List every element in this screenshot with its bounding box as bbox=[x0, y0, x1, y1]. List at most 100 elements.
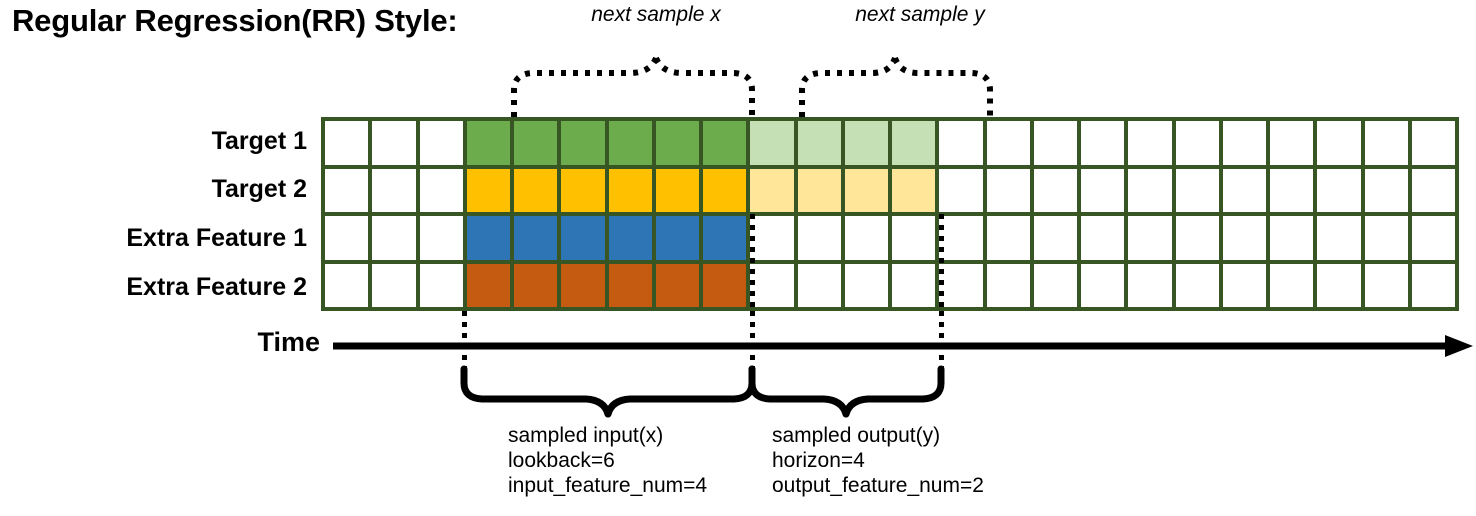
grid-cell bbox=[844, 263, 888, 307]
row-label-extra-feature-1: Extra Feature 1 bbox=[126, 224, 307, 252]
grid-cell bbox=[1175, 216, 1219, 260]
grid-cell bbox=[514, 121, 558, 165]
grid-cell bbox=[372, 263, 416, 307]
grid-cell bbox=[1222, 168, 1266, 212]
grid-cell bbox=[1317, 168, 1361, 212]
grid-cell bbox=[514, 168, 558, 212]
grid-row bbox=[325, 168, 1455, 212]
grid-cell bbox=[939, 216, 983, 260]
grid-cell bbox=[750, 168, 794, 212]
grid-cell bbox=[797, 121, 841, 165]
grid-cell bbox=[1364, 121, 1408, 165]
grid-cell bbox=[466, 121, 510, 165]
grid-cell bbox=[655, 121, 699, 165]
grid-cell bbox=[939, 263, 983, 307]
grid-cell bbox=[703, 121, 747, 165]
grid-cell bbox=[1222, 216, 1266, 260]
grid-cell bbox=[325, 121, 369, 165]
grid-cell bbox=[608, 121, 652, 165]
sampled-output-caption: sampled output(y) horizon=4 output_featu… bbox=[772, 423, 984, 498]
grid-cell bbox=[1222, 263, 1266, 307]
grid-cell bbox=[1081, 121, 1125, 165]
grid-cell bbox=[892, 216, 936, 260]
grid-cell bbox=[1033, 216, 1077, 260]
grid-cell bbox=[419, 168, 463, 212]
grid-row bbox=[325, 121, 1455, 165]
grid-cell bbox=[325, 263, 369, 307]
grid-cell bbox=[608, 168, 652, 212]
grid-cell bbox=[1081, 216, 1125, 260]
grid-cell bbox=[1364, 216, 1408, 260]
grid-cell bbox=[419, 216, 463, 260]
grid-cell bbox=[1411, 216, 1455, 260]
grid-cell bbox=[1270, 121, 1314, 165]
grid-cell bbox=[892, 263, 936, 307]
grid-cell bbox=[750, 216, 794, 260]
sampled-input-feature-num: input_feature_num=4 bbox=[508, 474, 708, 497]
dotted-divider-grid-input-end bbox=[750, 214, 755, 310]
grid-cell bbox=[797, 263, 841, 307]
grid-cell bbox=[514, 216, 558, 260]
grid-cell bbox=[325, 168, 369, 212]
grid-cell bbox=[419, 263, 463, 307]
grid-cell bbox=[655, 168, 699, 212]
row-label-extra-feature-2: Extra Feature 2 bbox=[126, 273, 307, 301]
grid-cell bbox=[1128, 216, 1172, 260]
grid-cell bbox=[1411, 263, 1455, 307]
grid-cell bbox=[797, 216, 841, 260]
grid-cell bbox=[1270, 216, 1314, 260]
grid-cell bbox=[655, 216, 699, 260]
grid-cell bbox=[1175, 263, 1219, 307]
grid-cell bbox=[703, 263, 747, 307]
grid-cell bbox=[561, 216, 605, 260]
grid-cell bbox=[466, 168, 510, 212]
grid-cell bbox=[372, 121, 416, 165]
grid-cell bbox=[655, 263, 699, 307]
grid-cell bbox=[1128, 263, 1172, 307]
sampled-output-feature-num: output_feature_num=2 bbox=[772, 474, 984, 497]
grid-cell bbox=[1270, 263, 1314, 307]
grid-cell bbox=[1033, 121, 1077, 165]
grid-cell bbox=[844, 168, 888, 212]
grid-cell bbox=[892, 121, 936, 165]
grid-cell bbox=[1033, 168, 1077, 212]
page-title: Regular Regression(RR) Style: bbox=[12, 3, 458, 38]
time-axis-label: Time bbox=[257, 327, 320, 357]
row-label-target-2: Target 2 bbox=[211, 175, 307, 203]
grid-cell bbox=[1364, 263, 1408, 307]
grid-cell bbox=[608, 216, 652, 260]
grid-cell bbox=[1128, 121, 1172, 165]
next-sample-y-label: next sample y bbox=[855, 3, 985, 26]
grid-cell bbox=[1128, 168, 1172, 212]
grid-cell bbox=[1175, 168, 1219, 212]
grid-cell bbox=[1033, 263, 1077, 307]
next-sample-x-label: next sample x bbox=[591, 3, 721, 26]
grid-cell bbox=[561, 263, 605, 307]
sampled-input-title: sampled input(x) bbox=[508, 424, 664, 447]
grid-cell bbox=[986, 216, 1030, 260]
grid-cell bbox=[939, 121, 983, 165]
grid-cell bbox=[1081, 263, 1125, 307]
grid-cell bbox=[703, 216, 747, 260]
grid-cell bbox=[986, 168, 1030, 212]
grid-cell bbox=[1364, 168, 1408, 212]
grid-cell bbox=[986, 263, 1030, 307]
grid-cell bbox=[1222, 121, 1266, 165]
grid-cell bbox=[844, 121, 888, 165]
grid-cell bbox=[466, 216, 510, 260]
grid-cell bbox=[419, 121, 463, 165]
grid-cell bbox=[703, 168, 747, 212]
grid-cell bbox=[561, 168, 605, 212]
grid-cell bbox=[1317, 263, 1361, 307]
grid-cell bbox=[892, 168, 936, 212]
grid-cell bbox=[986, 121, 1030, 165]
grid-cell bbox=[372, 168, 416, 212]
grid-cell bbox=[750, 121, 794, 165]
grid-cell bbox=[325, 216, 369, 260]
grid-cell bbox=[1317, 121, 1361, 165]
grid-cell bbox=[372, 216, 416, 260]
grid-cell bbox=[1175, 121, 1219, 165]
row-label-target-1: Target 1 bbox=[211, 127, 307, 155]
dotted-divider-grid-output-end bbox=[939, 214, 944, 310]
